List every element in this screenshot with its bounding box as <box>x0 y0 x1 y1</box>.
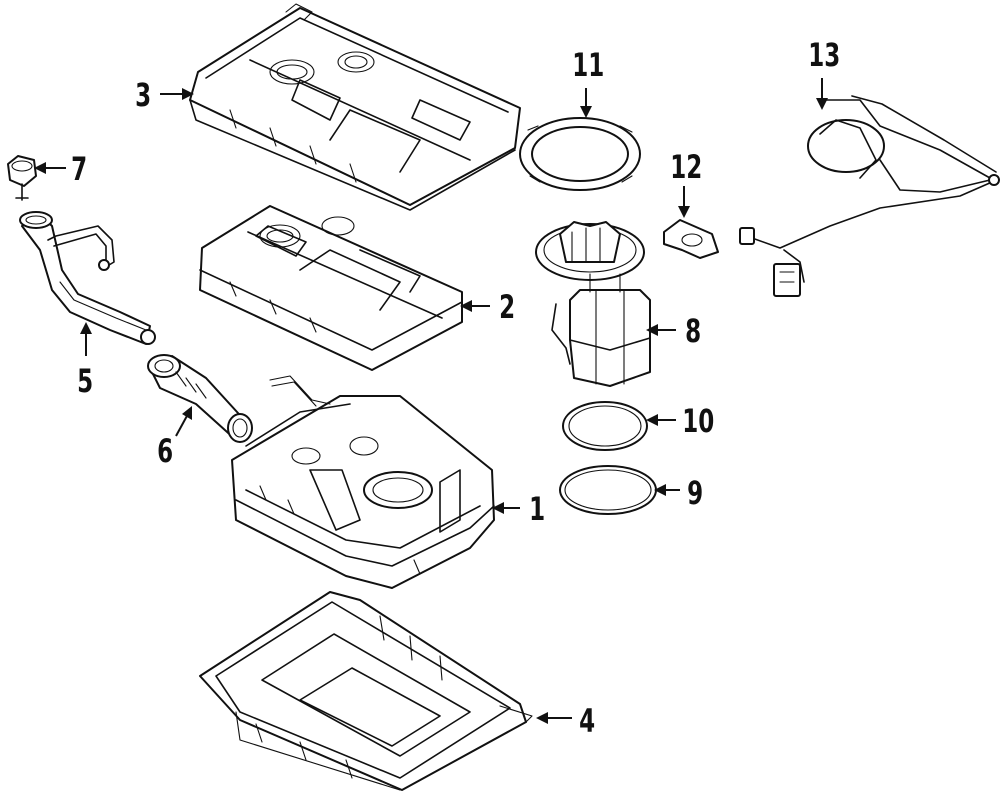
callout-8: 8 <box>685 312 701 350</box>
part-10-seal <box>562 401 648 451</box>
part-3-heat-shield-upper <box>189 3 521 211</box>
part-11-lock-ring <box>519 117 641 191</box>
part-1-fuel-tank <box>231 375 495 589</box>
part-7-vent-valve <box>7 155 37 201</box>
callout-9: 9 <box>687 474 703 512</box>
callout-2: 2 <box>499 288 515 326</box>
part-8-fuel-pump-module <box>535 221 651 387</box>
part-9-gasket <box>559 465 657 515</box>
callout-1: 1 <box>529 490 545 528</box>
part-4-lower-tray <box>199 591 533 791</box>
leader-arrows <box>34 78 828 724</box>
callout-4: 4 <box>579 702 595 740</box>
part-13-wiring-harness <box>739 95 1000 297</box>
callout-11: 11 <box>572 46 604 84</box>
callout-3: 3 <box>135 76 151 114</box>
callout-5: 5 <box>77 362 93 400</box>
part-6-filler-hose <box>147 354 253 443</box>
callout-7: 7 <box>71 150 87 188</box>
part-5-filler-pipe <box>19 211 156 345</box>
callout-13: 13 <box>808 36 840 74</box>
callout-10: 10 <box>682 402 714 440</box>
callout-6: 6 <box>157 432 173 470</box>
callout-12: 12 <box>670 148 702 186</box>
part-2-heat-shield-middle <box>199 205 463 371</box>
part-12-connector <box>663 219 719 259</box>
